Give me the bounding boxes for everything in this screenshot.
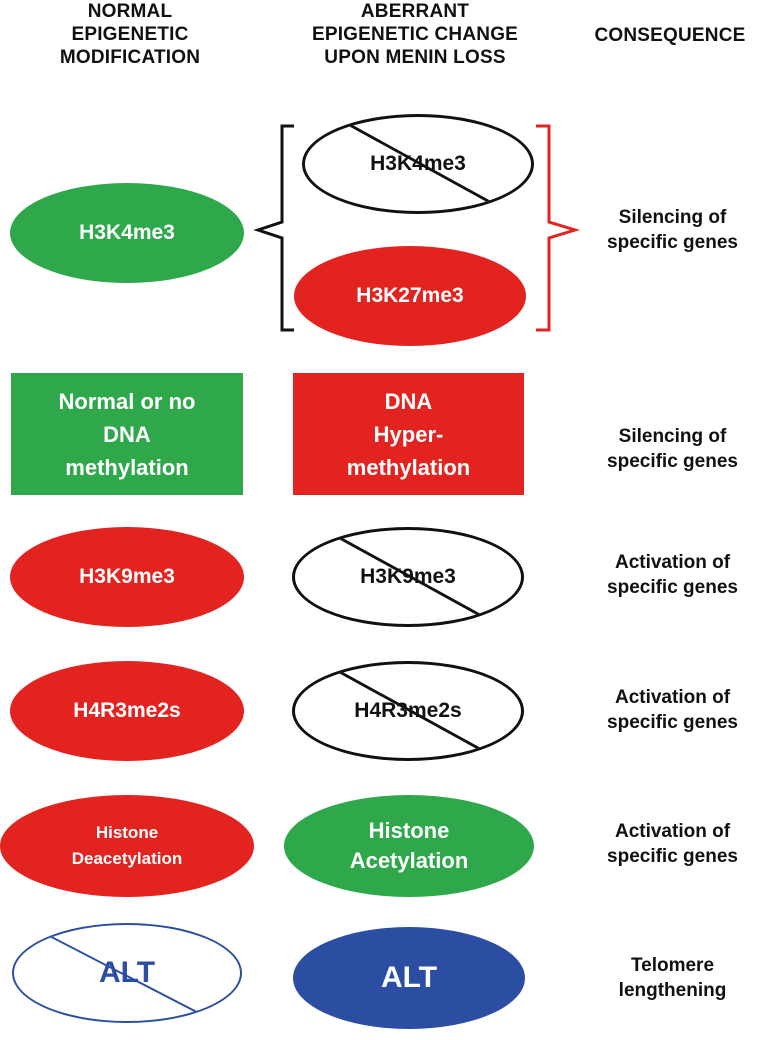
header-consequence: CONSEQUENCE	[575, 24, 760, 47]
row2-consequence-line-2: specific genes	[607, 451, 738, 472]
row5-aberrant-line-1: Histone	[368, 818, 450, 843]
strike-through-line	[331, 532, 487, 620]
row6-normal-alt-absent: ALT	[12, 923, 242, 1023]
row5-normal-line-1: Histone	[95, 823, 159, 842]
row5-consequence-line-1: Activation of	[614, 821, 731, 842]
row2-normal-dna-methylation: Normal or no DNA methylation	[11, 373, 243, 495]
row4-normal-h4r3me2s: H4R3me2s	[10, 661, 244, 761]
header-aberrant: ABERRANT EPIGENETIC CHANGE UPON MENIN LO…	[280, 0, 550, 69]
row2-aberrant-line-2: Hyper-	[373, 421, 444, 447]
row5-aberrant-label: Histone Acetylation	[350, 816, 469, 876]
header-normal-line-2: EPIGENETIC	[71, 24, 189, 45]
row1-aberrant-h3k27me3: H3K27me3	[294, 246, 526, 346]
row4-consequence: Activation of specific genes	[580, 685, 760, 735]
row4-aberrant-h4r3me2s-lost: H4R3me2s	[292, 661, 524, 761]
header-aberrant-line-2: EPIGENETIC CHANGE	[311, 24, 519, 45]
header-normal-line-1: NORMAL	[87, 1, 173, 22]
row3-consequence-line-2: specific genes	[607, 577, 738, 598]
row5-consequence-line-2: specific genes	[607, 846, 738, 867]
row6-normal-label: ALT	[98, 956, 156, 989]
row3-consequence-line-1: Activation of	[614, 552, 731, 573]
header-consequence-line-1: CONSEQUENCE	[594, 25, 746, 46]
header-aberrant-line-1: ABERRANT	[360, 1, 470, 22]
row3-normal-h3k9me3: H3K9me3	[10, 527, 244, 627]
row2-aberrant-line-1: DNA	[384, 388, 433, 414]
row2-normal-label: Normal or no DNA methylation	[59, 385, 196, 484]
row1-consequence-line-2: specific genes	[607, 232, 738, 253]
row2-aberrant-label: DNA Hyper- methylation	[347, 385, 470, 484]
header-normal: NORMAL EPIGENETIC MODIFICATION	[30, 0, 230, 69]
right-consequence-bracket	[536, 124, 581, 332]
row2-normal-line-1: Normal or no	[58, 388, 196, 414]
row4-consequence-line-1: Activation of	[614, 687, 731, 708]
row1-aberrant-gained-label: H3K27me3	[356, 284, 464, 307]
row1-consequence: Silencing of specific genes	[580, 205, 760, 255]
row3-normal-label: H3K9me3	[79, 565, 175, 588]
row2-normal-line-3: methylation	[65, 454, 189, 480]
row1-aberrant-h3k4me3-lost: H3K4me3	[302, 114, 534, 214]
row5-normal-label: Histone Deacetylation	[72, 820, 183, 872]
row1-normal-h3k4me3: H3K4me3	[10, 183, 244, 283]
row2-aberrant-line-3: methylation	[346, 454, 471, 480]
row5-consequence: Activation of specific genes	[580, 819, 760, 869]
row1-consequence-line-1: Silencing of	[618, 207, 727, 228]
row1-normal-label: H3K4me3	[79, 221, 175, 244]
row5-normal-histone-deacetylation: Histone Deacetylation	[0, 795, 254, 897]
header-normal-line-3: MODIFICATION	[59, 47, 201, 68]
row6-aberrant-label: ALT	[380, 961, 438, 994]
row4-normal-label: H4R3me2s	[73, 699, 181, 722]
row6-consequence: Telomere lengthening	[580, 953, 760, 1003]
row5-aberrant-histone-acetylation: Histone Acetylation	[284, 795, 534, 897]
row3-consequence: Activation of specific genes	[580, 550, 760, 600]
header-aberrant-line-3: UPON MENIN LOSS	[324, 47, 506, 68]
row2-consequence: Silencing of specific genes	[580, 424, 760, 474]
row5-aberrant-line-2: Acetylation	[349, 848, 469, 873]
strike-through-line	[37, 928, 208, 1019]
row6-consequence-line-1: Telomere	[630, 955, 715, 976]
row3-aberrant-h3k9me3-lost: H3K9me3	[292, 527, 524, 627]
row2-aberrant-dna-hypermethylation: DNA Hyper- methylation	[293, 373, 524, 495]
row2-normal-line-2: DNA	[103, 421, 151, 447]
row4-consequence-line-2: specific genes	[607, 712, 738, 733]
left-curly-brace	[253, 124, 294, 332]
row6-consequence-line-2: lengthening	[618, 980, 727, 1001]
row5-normal-line-2: Deacetylation	[71, 849, 183, 868]
strike-through-line	[341, 119, 497, 207]
row6-aberrant-alt-active: ALT	[293, 927, 525, 1029]
strike-through-line	[331, 666, 487, 754]
row2-consequence-line-1: Silencing of	[618, 426, 727, 447]
